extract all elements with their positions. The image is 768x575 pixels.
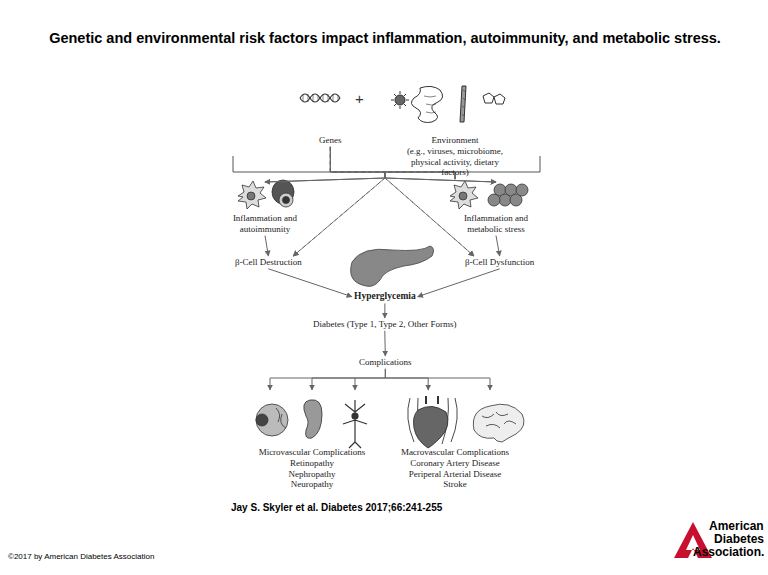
dashed-arrow bbox=[293, 172, 455, 256]
logo-text: American bbox=[709, 520, 764, 533]
flow-arrow bbox=[496, 236, 500, 256]
flow-arrow bbox=[265, 172, 455, 182]
node-detail: Nephropathy bbox=[252, 469, 372, 480]
metabolic-stress-icon bbox=[450, 181, 528, 209]
node-label: Microvascular Complications bbox=[252, 447, 372, 458]
slide-title: Genetic and environmental risk factors i… bbox=[40, 30, 730, 47]
diagram-node: Diabetes (Type 1, Type 2, Other Forms) bbox=[311, 318, 459, 331]
diagram-node: Macrovascular ComplicationsCoronary Arte… bbox=[388, 390, 522, 491]
node-label: Genes bbox=[319, 135, 342, 146]
flow-arrow bbox=[312, 369, 385, 390]
logo-text: Diabetes bbox=[714, 533, 764, 546]
diagram-node: β-Cell Dysfunction bbox=[463, 256, 536, 269]
diagram-node: Inflammation and metabolic stress bbox=[454, 182, 538, 236]
flow-arrow bbox=[265, 236, 268, 256]
dashed-arrow bbox=[293, 147, 385, 256]
flow-arrow bbox=[384, 303, 385, 318]
node-detail: (e.g., viruses, microbiome, physical act… bbox=[398, 146, 512, 178]
heart-vessels-icon bbox=[408, 396, 458, 448]
node-detail: Stroke bbox=[390, 479, 520, 490]
dna-icon bbox=[300, 94, 340, 102]
node-detail: Retinopathy bbox=[252, 458, 372, 469]
dashed-arrow bbox=[385, 172, 474, 256]
diagram-node: Environment(e.g., viruses, microbiome, p… bbox=[396, 134, 514, 179]
branch-lines bbox=[270, 378, 490, 390]
kidney-icon bbox=[304, 400, 322, 439]
neuron-icon bbox=[343, 400, 367, 448]
flow-arrow bbox=[384, 331, 386, 356]
diagram-node: Microvascular ComplicationsRetinopathyNe… bbox=[250, 390, 374, 491]
flow-arrow bbox=[265, 147, 385, 182]
node-label: Diabetes (Type 1, Type 2, Other Forms) bbox=[313, 319, 457, 330]
node-detail: Neuropathy bbox=[252, 479, 372, 490]
node-label: Macrovascular Complications bbox=[390, 447, 520, 458]
flow-arrow bbox=[268, 269, 352, 297]
pancreas-image bbox=[351, 246, 434, 286]
node-detail: Coronary Artery Disease bbox=[390, 458, 520, 469]
node-label: Complications bbox=[359, 357, 412, 368]
logo-text: Association. bbox=[693, 546, 764, 559]
node-detail: Periperal Arterial Disease bbox=[390, 469, 520, 480]
flow-arrow bbox=[385, 172, 496, 182]
immune-cells-icon bbox=[238, 180, 294, 209]
node-label: Environment bbox=[398, 135, 512, 146]
node-label: β-Cell Dysfunction bbox=[465, 257, 534, 268]
node-label: Inflammation and metabolic stress bbox=[456, 213, 536, 235]
brain-icon bbox=[473, 404, 524, 442]
diagram-node: β-Cell Destruction bbox=[233, 256, 304, 269]
diagram-node: Genes bbox=[317, 134, 344, 147]
copyright: ©2017 by American Diabetes Association bbox=[8, 552, 154, 561]
environment-icons bbox=[391, 86, 505, 123]
node-label: β-Cell Destruction bbox=[235, 257, 302, 268]
flow-arrow bbox=[385, 369, 428, 390]
diagram-node: Hyperglycemia bbox=[352, 290, 418, 303]
node-label: Hyperglycemia bbox=[354, 291, 416, 302]
flow-arrow bbox=[418, 269, 500, 297]
citation: Jay S. Skyler et al. Diabetes 2017;66:24… bbox=[231, 502, 442, 513]
node-label: Inflammation and autoimmunity bbox=[228, 213, 302, 235]
eye-icon bbox=[256, 404, 288, 436]
plus-sign: + bbox=[355, 90, 364, 107]
diagram-node: Inflammation and autoimmunity bbox=[226, 182, 304, 236]
diagram-node: Complications bbox=[357, 356, 414, 369]
